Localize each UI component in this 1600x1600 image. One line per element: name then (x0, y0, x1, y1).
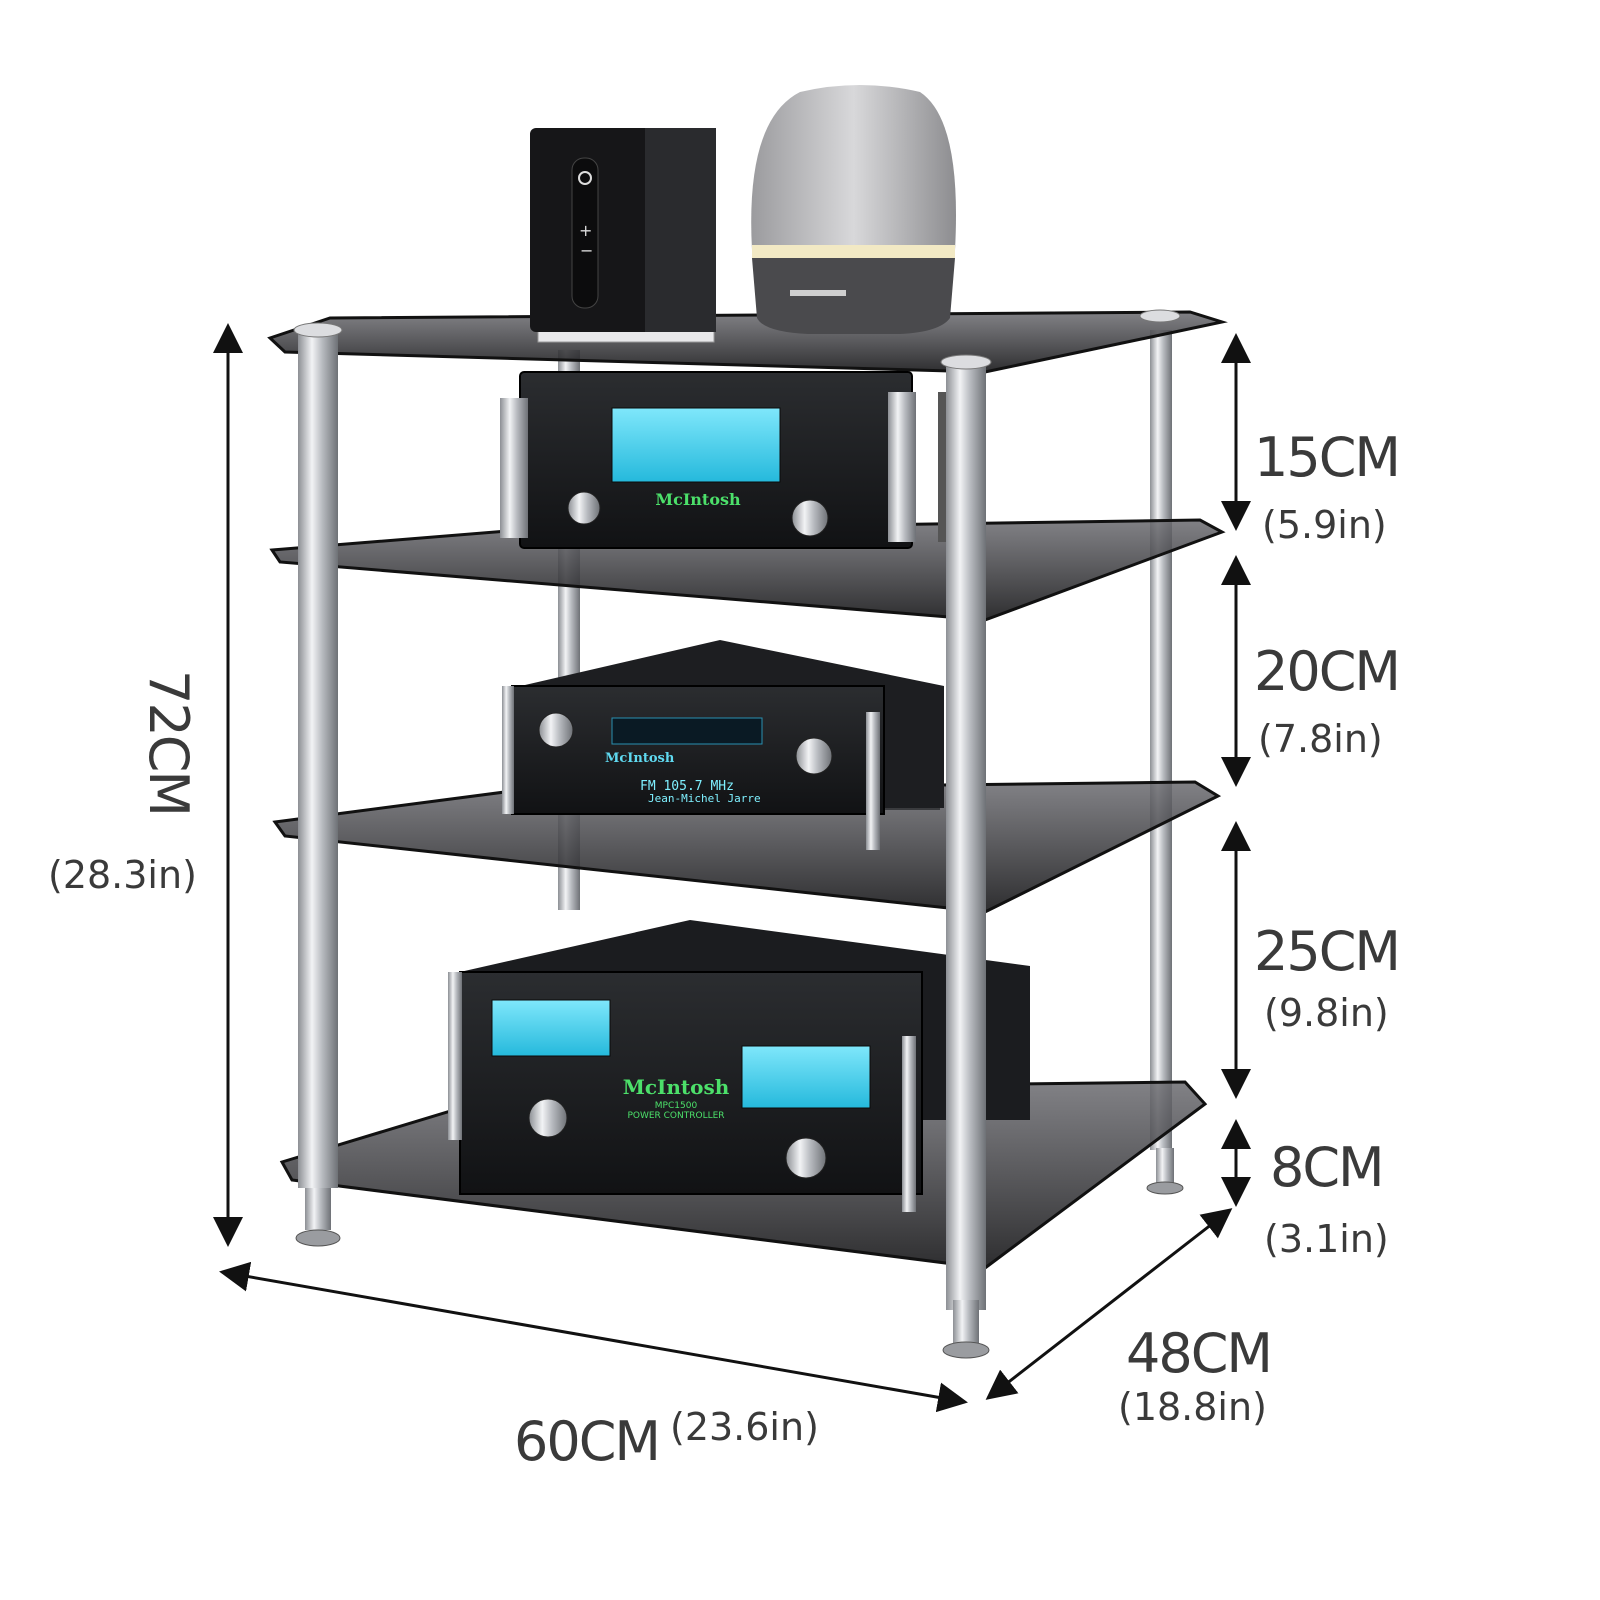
front-right-post (946, 362, 986, 1310)
back-right-post (1150, 330, 1172, 1150)
left-meter-display (491, 999, 611, 1057)
gap1-imperial: (5.9in) (1262, 503, 1387, 547)
meter-lights-knob (528, 1098, 568, 1138)
width-arrow (219, 1261, 968, 1413)
gap4-imperial: (3.1in) (1264, 1217, 1389, 1261)
amplifier-top: McIntosh (500, 371, 948, 549)
portable-speaker: + − (530, 128, 716, 343)
top-shelf (267, 310, 1228, 374)
power-controller-brand-label: McIntosh (623, 1075, 730, 1099)
power-controller-model-label: MPC1500 (655, 1101, 698, 1111)
tuner-frequency-display: FM 105.7 MHz (640, 779, 734, 794)
gap1-metric: 15CM (1254, 426, 1399, 489)
power-controller: McIntosh MPC1500 POWER CONTROLLER (448, 920, 1030, 1212)
tuner: McIntosh FM 105.7 MHz Jean-Michel Jarre (502, 640, 944, 850)
front-posts (293, 309, 1184, 1359)
gap3-metric: 25CM (1254, 920, 1399, 983)
dimension-arrows (213, 323, 1251, 1413)
tuner-right-knob (795, 737, 833, 775)
front-right-foot (942, 1341, 990, 1359)
power-controller-subtitle: POWER CONTROLLER (627, 1111, 724, 1121)
power-icon (578, 171, 592, 185)
power-knob (791, 499, 829, 537)
tuner-brand-label: McIntosh (605, 751, 675, 766)
tuner-station-display: Jean-Michel Jarre (648, 792, 761, 805)
width-metric: 60CM (514, 1410, 659, 1473)
smart-speaker (751, 85, 956, 334)
gap4-metric: 8CM (1270, 1136, 1383, 1199)
meter-knob (567, 491, 601, 525)
depth-metric: 48CM (1126, 1322, 1271, 1385)
front-left-foot (295, 1229, 341, 1247)
gap2-metric: 20CM (1254, 640, 1399, 703)
minus-icon: − (580, 241, 593, 260)
tuner-left-knob (538, 712, 574, 748)
gap3-imperial: (9.8in) (1264, 991, 1389, 1035)
plus-icon: + (579, 221, 592, 240)
total-height-imperial: (28.3in) (48, 853, 197, 897)
depth-arrow (985, 1208, 1233, 1400)
right-meter-display (741, 1045, 871, 1109)
dimension-labels: 72CM (28.3in) 15CM (5.9in) 20CM (7.8in) … (48, 426, 1401, 1473)
depth-imperial: (18.8in) (1118, 1385, 1267, 1429)
back-right-foot-post (1156, 1148, 1174, 1184)
total-height-metric: 72CM (137, 670, 200, 815)
width-imperial: (23.6in) (670, 1405, 819, 1449)
amplifier-brand-label: McIntosh (655, 490, 741, 509)
power-control-knob (785, 1137, 827, 1179)
gap2-imperial: (7.8in) (1258, 717, 1383, 761)
front-left-post (298, 328, 338, 1188)
vu-meter-display (611, 407, 781, 483)
tuning-dial-scale (611, 717, 763, 745)
